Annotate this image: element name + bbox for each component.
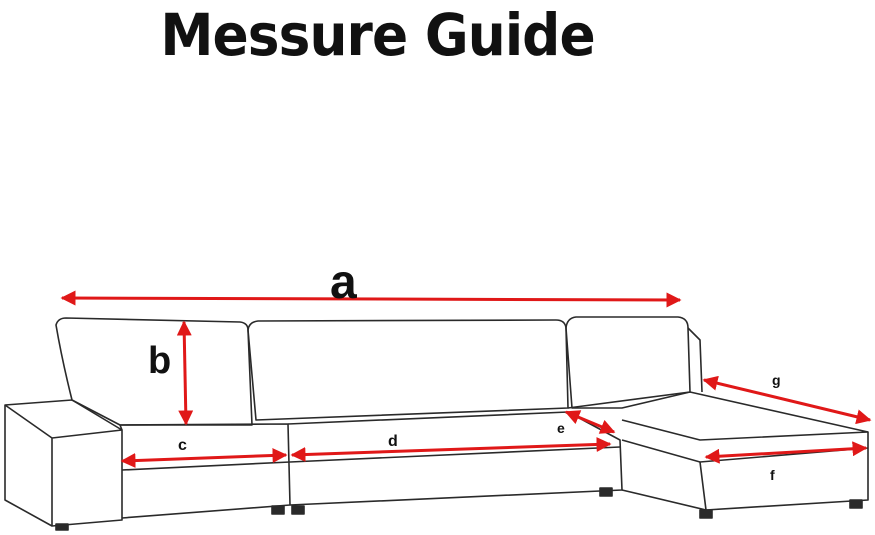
arrow-b [176, 320, 194, 426]
arrow-g [702, 375, 872, 425]
arrow-f [704, 441, 868, 464]
label-b: b [148, 340, 171, 382]
arrow-d [290, 436, 612, 463]
label-g: g [772, 372, 781, 388]
arrow-c [120, 447, 288, 469]
label-a: a [330, 256, 357, 309]
measurement-arrows [60, 290, 872, 469]
arrow-a [60, 290, 682, 308]
label-e: e [557, 420, 565, 436]
arrow-e [564, 410, 616, 434]
label-c: c [178, 437, 187, 454]
label-f: f [770, 467, 775, 483]
label-d: d [388, 433, 398, 450]
sofa-outline [4, 316, 869, 531]
page-title: Messure Guide [160, 1, 595, 69]
